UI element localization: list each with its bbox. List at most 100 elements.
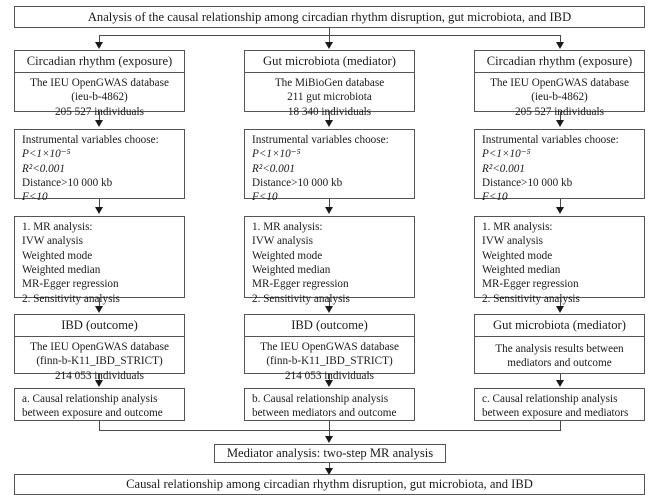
col3-target-line-2: mediators and outcome: [507, 357, 612, 370]
col2-target-box: IBD (outcome) The IEU OpenGWAS database …: [244, 314, 415, 382]
col3-analysis-line-5: MR-Egger regression: [482, 278, 579, 291]
col1-connector-2: [99, 199, 100, 209]
col3-target-body: The analysis results between mediators a…: [475, 337, 644, 374]
merge-stem-col3: [560, 421, 561, 431]
col1-analysis-line-1: 1. MR analysis:: [22, 221, 93, 233]
col1-connector-1: [99, 112, 100, 122]
col1-result-line-1: a. Causal relationship analysis: [22, 393, 158, 405]
arrow-title-to-col3: [556, 42, 564, 49]
conclusion-banner-text: Causal relationship among circadian rhyt…: [126, 477, 533, 491]
col2-connector-3: [329, 298, 330, 308]
conclusion-banner: Causal relationship among circadian rhyt…: [14, 474, 645, 495]
col1-iv-line-1: Instrumental variables choose:: [22, 134, 159, 146]
col1-target-line-1: The IEU OpenGWAS database: [30, 341, 169, 354]
col1-iv-line-2: P<1×10⁻⁵: [22, 148, 71, 161]
col1-target-header: IBD (outcome): [15, 315, 184, 338]
merge-stem-col1: [99, 421, 100, 431]
col3-result-box: c. Causal relationship analysis between …: [474, 388, 645, 421]
mediator-analysis-text: Mediator analysis: two-step MR analysis: [226, 446, 434, 460]
col2-source-line-1: The MiBioGen database: [274, 77, 385, 90]
col2-target-line-1: The IEU OpenGWAS database: [260, 341, 399, 354]
col3-result-line-1: c. Causal relationship analysis: [482, 393, 618, 405]
col1-analysis-box: 1. MR analysis: IVW analysis Weighted mo…: [14, 216, 185, 305]
col1-source-line-1: The IEU OpenGWAS database: [30, 77, 169, 90]
col2-arrow-3: [325, 306, 333, 313]
col1-source-body: The IEU OpenGWAS database (ieu-b-4862) 2…: [15, 73, 184, 122]
col1-analysis-line-5: MR-Egger regression: [22, 278, 119, 291]
col1-result-box: a. Causal relationship analysis between …: [14, 388, 185, 421]
col3-target-box: Gut microbiota (mediator) The analysis r…: [474, 314, 645, 374]
col1-iv-body: Instrumental variables choose: P<1×10⁻⁵ …: [15, 130, 184, 208]
col1-analysis-line-6: 2. Sensitivity analysis: [22, 292, 120, 305]
title-branch-mid: [329, 35, 330, 43]
col3-iv-body: Instrumental variables choose: P<1×10⁻⁵ …: [475, 130, 644, 208]
col2-analysis-line-4: Weighted median: [252, 263, 331, 276]
col2-arrow-2: [325, 207, 333, 214]
col2-source-header: Gut microbiota (mediator): [245, 51, 414, 74]
col1-iv-line-3: R²<0.001: [22, 162, 65, 175]
mediator-to-bottom-stem: [329, 463, 330, 470]
col1-source-line-3: 205 527 individuals: [55, 105, 144, 118]
col2-analysis-line-1: 1. MR analysis:: [252, 221, 323, 233]
col3-source-line-3: 205 527 individuals: [515, 105, 604, 118]
col3-target-line-1: The analysis results between: [495, 343, 624, 356]
col3-result-body: c. Causal relationship analysis between …: [475, 389, 644, 424]
col2-analysis-line-5: MR-Egger regression: [252, 278, 349, 291]
col3-iv-line-1: Instrumental variables choose:: [482, 134, 619, 146]
col3-connector-3: [560, 298, 561, 308]
col1-iv-line-4: Distance>10 000 kb: [22, 176, 113, 189]
col2-source-line-3: 18 340 individuals: [287, 105, 372, 118]
arrow-mediator-to-conclusion: [325, 468, 333, 475]
title-banner-text: Analysis of the causal relationship amon…: [87, 9, 572, 24]
col1-source-header: Circadian rhythm (exposure): [15, 51, 184, 74]
col3-connector-4: [560, 374, 561, 382]
col1-target-box: IBD (outcome) The IEU OpenGWAS database …: [14, 314, 185, 382]
col2-iv-line-1: Instrumental variables choose:: [252, 134, 389, 146]
col2-connector-4: [329, 374, 330, 382]
col2-iv-line-2: P<1×10⁻⁵: [252, 148, 301, 161]
col2-iv-line-4: Distance>10 000 kb: [252, 176, 343, 189]
col3-arrow-4: [556, 380, 564, 387]
mediator-analysis-box: Mediator analysis: two-step MR analysis: [214, 444, 446, 463]
col2-source-line-2: 211 gut microbiota: [287, 91, 372, 104]
col3-analysis-line-2: IVW analysis: [482, 235, 544, 248]
col3-source-header: Circadian rhythm (exposure): [475, 51, 644, 74]
col3-arrow-3: [556, 306, 564, 313]
col2-analysis-line-3: Weighted mode: [252, 249, 323, 262]
col1-source-line-2: (ieu-b-4862): [71, 91, 128, 104]
col3-analysis-line-4: Weighted median: [482, 263, 561, 276]
col2-target-body: The IEU OpenGWAS database (finn-b-K11_IB…: [245, 337, 414, 386]
col2-analysis-body: 1. MR analysis: IVW analysis Weighted mo…: [245, 217, 414, 309]
col3-source-body: The IEU OpenGWAS database (ieu-b-4862) 2…: [475, 73, 644, 122]
col1-connector-3: [99, 298, 100, 308]
col2-connector-1: [329, 112, 330, 122]
col3-iv-box: Instrumental variables choose: P<1×10⁻⁵ …: [474, 129, 645, 203]
title-branch-left: [99, 35, 100, 43]
title-stem: [329, 28, 330, 36]
col1-result-line-2: between exposure and outcome: [22, 407, 163, 420]
col1-arrow-1: [95, 120, 103, 127]
col3-arrow-2: [556, 207, 564, 214]
col3-arrow-1: [556, 120, 564, 127]
col3-analysis-line-3: Weighted mode: [482, 249, 553, 262]
col3-analysis-box: 1. MR analysis: IVW analysis Weighted mo…: [474, 216, 645, 305]
col2-result-line-2: between mediators and outcome: [252, 407, 397, 420]
col1-analysis-line-4: Weighted median: [22, 263, 101, 276]
col3-iv-line-3: R²<0.001: [482, 162, 525, 175]
title-branch-right: [560, 35, 561, 43]
col3-analysis-line-1: 1. MR analysis:: [482, 221, 553, 233]
col1-target-line-2: (finn-b-K11_IBD_STRICT): [36, 355, 163, 368]
title-banner: Analysis of the causal relationship amon…: [14, 6, 645, 28]
col3-target-header: Gut microbiota (mediator): [475, 315, 644, 338]
col2-result-body: b. Causal relationship analysis between …: [245, 389, 414, 424]
merge-stem-col2: [329, 421, 330, 431]
col3-iv-line-5: F<10: [482, 191, 508, 204]
col3-analysis-body: 1. MR analysis: IVW analysis Weighted mo…: [475, 217, 644, 309]
arrow-title-to-col1: [95, 42, 103, 49]
col3-connector-1: [560, 112, 561, 122]
col2-connector-2: [329, 199, 330, 209]
col2-analysis-line-2: IVW analysis: [252, 235, 314, 248]
col2-iv-box: Instrumental variables choose: P<1×10⁻⁵ …: [244, 129, 415, 203]
col1-iv-box: Instrumental variables choose: P<1×10⁻⁵ …: [14, 129, 185, 203]
